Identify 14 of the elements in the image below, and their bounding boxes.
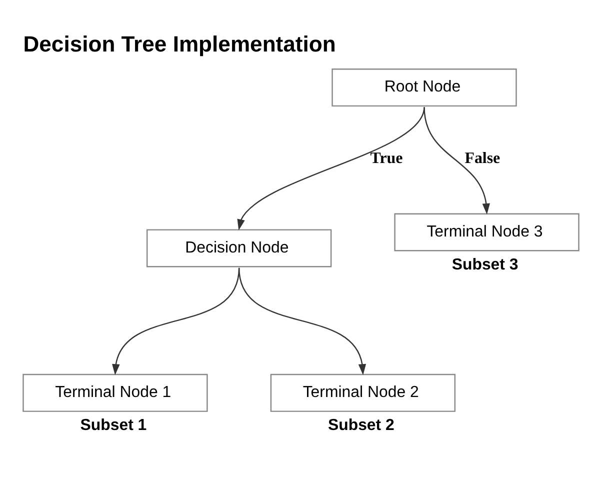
node-label: Subset 1 xyxy=(80,417,147,434)
node-box: Terminal Node 3 xyxy=(394,213,580,252)
node-box: Terminal Node 2 xyxy=(270,374,456,412)
node-label: Subset 3 xyxy=(452,256,518,274)
arrow xyxy=(237,107,425,230)
diagram-title: Decision Tree Implementation xyxy=(23,31,336,56)
edge-label: True xyxy=(370,150,403,167)
node-label: Subset 2 xyxy=(328,417,394,434)
node-box: Root Node xyxy=(332,68,517,107)
node-box: Decision Node xyxy=(146,229,332,268)
arrow xyxy=(424,107,490,214)
arrow xyxy=(238,268,366,376)
node-box: Terminal Node 1 xyxy=(22,374,208,412)
edge-label: False xyxy=(464,150,500,167)
